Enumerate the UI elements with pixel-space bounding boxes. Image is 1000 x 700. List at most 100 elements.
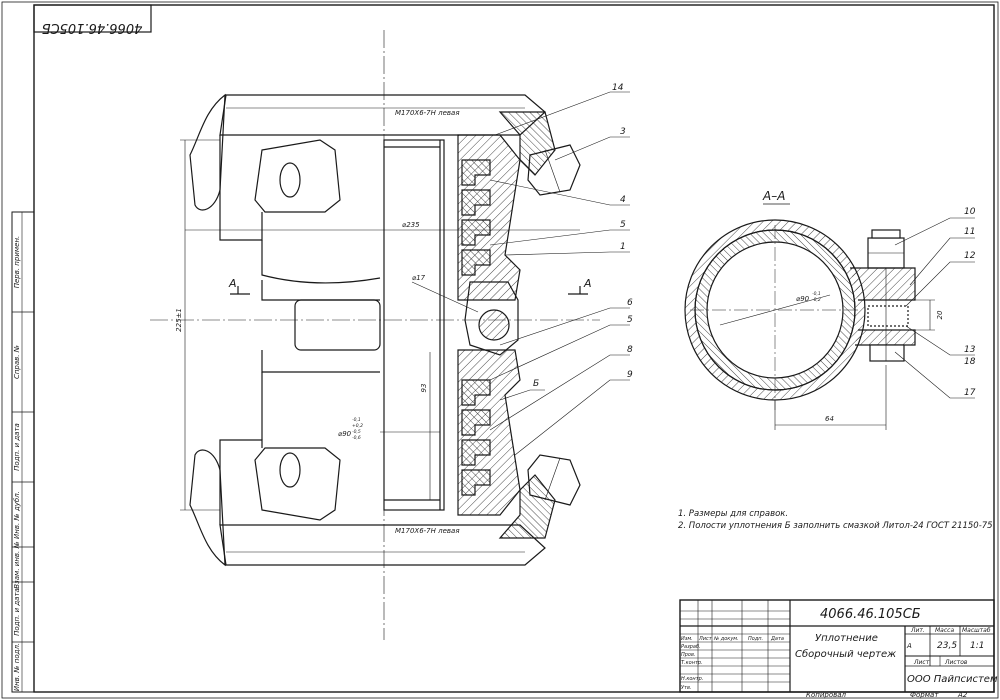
callout-4: 4 xyxy=(620,195,626,205)
callout-18: 18 xyxy=(964,357,976,367)
tb-company: ООО Пайпсистем xyxy=(907,674,998,685)
note-1: 1. Размеры для справок. xyxy=(678,509,788,519)
section-mark-right-label: А xyxy=(583,277,592,290)
tb-scale-header: Масштаб xyxy=(962,627,991,634)
footer-format: Формат xyxy=(910,691,939,699)
pipe-inner xyxy=(383,139,445,511)
section-view xyxy=(684,219,916,410)
callout-8: 8 xyxy=(627,345,633,355)
callout-11: 11 xyxy=(964,227,975,237)
section-dim-64: 64 xyxy=(825,415,834,423)
tb-lit-header: Лит. xyxy=(910,627,925,634)
callout-1: 1 xyxy=(620,242,626,252)
dim-dia-90-tol-4: -0,6 xyxy=(352,435,361,441)
callout-leaders-main xyxy=(489,91,630,456)
footer-copied: Копировал xyxy=(806,691,847,699)
main-view xyxy=(150,30,600,640)
tb-mass-value: 23,5 xyxy=(937,641,957,651)
bottom-lug-hole xyxy=(279,452,301,488)
title-name-2: Сборочный чертеж xyxy=(795,648,896,660)
callout-12: 12 xyxy=(964,251,976,261)
stamp-sign-date-1: Подп. и дата xyxy=(13,423,21,471)
dim-dia-17: ⌀17 xyxy=(412,274,426,282)
side-stamp: Перв. примен. Справ. № Подп. и дата Инв.… xyxy=(11,211,35,693)
dim-dia-90-tol-2: +0,2 xyxy=(352,423,363,429)
title-name-1: Уплотнение xyxy=(815,633,878,644)
section-dim-20: 20 xyxy=(936,310,944,319)
callout-13: 13 xyxy=(964,345,976,355)
dim-93: 93 xyxy=(420,384,428,393)
section-title: А–А xyxy=(762,189,785,203)
dim-dia-90: ⌀90 xyxy=(338,430,352,438)
bottom-lug xyxy=(254,447,341,521)
tb-col-sign: Подп. xyxy=(748,636,763,642)
callout-14: 14 xyxy=(612,83,624,93)
tb-col-list: Лист xyxy=(698,636,713,642)
section-dimensions xyxy=(719,294,935,430)
callout-leaders-section xyxy=(894,217,975,399)
tb-sheet-label: Лист xyxy=(913,659,930,666)
tb-role-approver: Утв. xyxy=(681,685,692,691)
section-mark-right xyxy=(568,286,588,295)
clamp-bolt-head xyxy=(869,344,905,362)
stamp-dup-inv: Инв. № дубл. xyxy=(13,491,21,539)
tb-sheets-label: Листов xyxy=(944,659,968,666)
tb-role-tcontrol: Т.контр. xyxy=(681,660,703,666)
stamp-orig-inv: Инв. № подл. xyxy=(13,643,21,691)
top-nut-body xyxy=(219,94,546,136)
seal-rings-top xyxy=(461,159,491,276)
clamp-pin-body xyxy=(464,281,519,356)
clamp-ear-top xyxy=(850,267,916,301)
top-bolt xyxy=(527,144,581,196)
tb-mass-header: Масса xyxy=(935,627,954,634)
callout-9: 9 xyxy=(627,370,633,380)
stamp-first-use: Перв. примен. xyxy=(13,236,21,289)
dim-dia-90-tol-3: -0,5 xyxy=(352,429,361,435)
label-b: Б xyxy=(533,379,539,389)
dim-dia-235: ⌀235 xyxy=(402,221,420,229)
tb-scale-value: 1:1 xyxy=(970,641,984,651)
callout-5-bottom: 5 xyxy=(627,315,633,325)
tb-lit-value: А xyxy=(906,642,912,650)
stamp-replace-inv: Взам. инв. № xyxy=(13,541,21,589)
mirrored-code-text: 4066.46.105СБ xyxy=(42,20,143,35)
mirrored-code-box: 4066.46.105СБ xyxy=(33,4,152,35)
bottom-bolt xyxy=(527,454,581,506)
main-dimensions xyxy=(180,139,580,511)
callout-5-top: 5 xyxy=(620,220,626,230)
section-dim-tol-2: -0,2 xyxy=(812,297,821,303)
thread-label-bottom: М170Х6-7Н левая xyxy=(395,527,460,535)
tb-col-date: Дата xyxy=(770,636,784,642)
stamp-sign-date-2: Подп. и дата xyxy=(13,588,21,636)
top-lug-hole xyxy=(279,162,301,198)
title-block xyxy=(679,599,995,693)
thread-label-top: М170Х6-7Н левая xyxy=(395,109,460,117)
note-2: 2. Полости уплотнения Б заполнить смазко… xyxy=(678,521,993,531)
top-lug xyxy=(254,139,341,213)
middle-shaft xyxy=(294,299,381,351)
callout-10: 10 xyxy=(964,207,976,217)
title-code: 4066.46.105СБ xyxy=(820,607,921,622)
callout-17: 17 xyxy=(964,388,976,398)
callout-3: 3 xyxy=(620,127,626,137)
section-dim-tol-1: -0,1 xyxy=(812,291,821,297)
callout-6: 6 xyxy=(627,298,633,308)
section-dim-dia-90: ⌀90 xyxy=(796,295,810,303)
footer-format-value: А2 xyxy=(957,691,968,699)
dim-height-225: 225±1 xyxy=(175,308,183,332)
section-mark-left-label: А xyxy=(228,277,237,290)
clamp-ear-bottom xyxy=(855,329,916,346)
clamp-pin xyxy=(478,309,510,341)
section-mark-left xyxy=(230,286,250,295)
bottom-nut-body xyxy=(219,524,546,566)
tb-role-developer: Разраб. xyxy=(681,644,701,650)
tb-col-doc: № докум. xyxy=(713,636,739,642)
tb-role-checker: Пров. xyxy=(681,652,696,658)
tb-col-izm: Изм. xyxy=(681,636,693,642)
tb-role-ncontrol: Н.контр. xyxy=(681,676,703,682)
seal-rings-bottom xyxy=(461,379,491,496)
stamp-reference-no: Справ. № xyxy=(13,345,21,379)
dim-dia-90-tol-1: -0,1 xyxy=(352,417,361,423)
